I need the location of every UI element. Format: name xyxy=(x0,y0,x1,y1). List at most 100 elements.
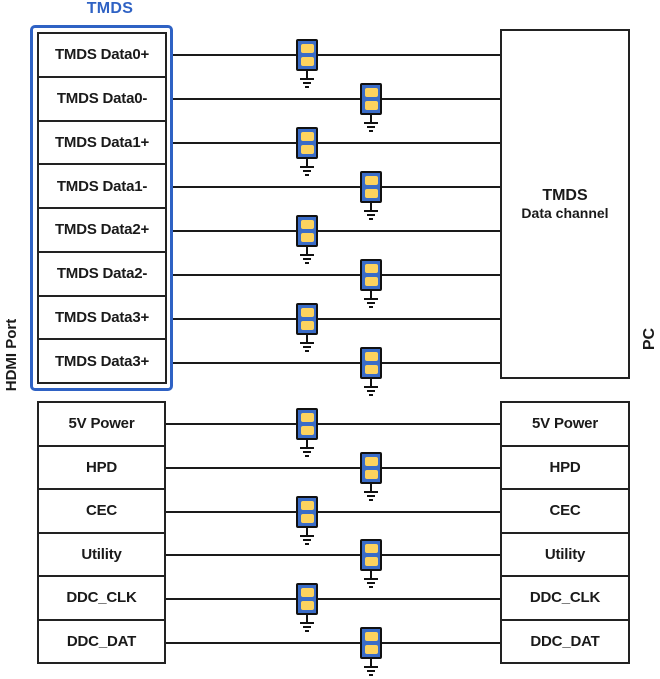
pin-row-ddc-clk: DDC_CLK xyxy=(39,577,164,621)
filter-pad xyxy=(364,352,378,362)
pin-row-tmds-data0-plus: TMDS Data0+ xyxy=(39,34,165,78)
emi-filter-tmds-data0-minus xyxy=(360,83,382,132)
emi-filter-tmds-data1-plus xyxy=(296,127,318,176)
wire-tmds-data1-plus xyxy=(172,142,500,144)
filter-pad xyxy=(364,100,378,110)
pin-row-tmds-data2-plus: TMDS Data2+ xyxy=(39,209,165,253)
pin-row-ddc-dat: DDC_DAT xyxy=(530,632,600,650)
ground-icon xyxy=(300,247,314,264)
filter-pad xyxy=(300,588,314,598)
filter-pad xyxy=(300,44,314,54)
pc-label: PC xyxy=(641,327,658,351)
ground-icon xyxy=(300,335,314,352)
tmds-group-title: TMDS xyxy=(86,0,134,17)
ground-icon xyxy=(364,291,378,308)
filter-pad xyxy=(364,457,378,467)
emi-filter-tmds-data3-plus xyxy=(296,303,318,352)
filter-pad xyxy=(364,632,378,642)
filter-pad xyxy=(364,88,378,98)
filter-body xyxy=(296,408,318,440)
filter-pad xyxy=(364,469,378,479)
emi-filter-tmds-data2-minus xyxy=(360,259,382,308)
filter-pad xyxy=(364,264,378,274)
emi-filter-utility xyxy=(360,539,382,588)
filter-pad xyxy=(364,188,378,198)
wire-tmds-data3-plus xyxy=(172,318,500,320)
pin-row-ddc-clk: DDC_CLK xyxy=(502,577,628,621)
pin-row-hpd: HPD xyxy=(502,447,628,490)
wire-5v-power xyxy=(165,423,500,425)
ground-icon xyxy=(300,71,314,88)
wire-tmds-data1-minus xyxy=(172,186,500,188)
ground-icon xyxy=(300,615,314,632)
ground-icon xyxy=(364,571,378,588)
emi-filter-5v-power xyxy=(296,408,318,457)
filter-body xyxy=(296,583,318,615)
pin-row-tmds-data3-plus-2: TMDS Data3+ xyxy=(54,352,150,370)
filter-pad xyxy=(300,320,314,330)
wire-ddc-clk xyxy=(165,598,500,600)
filter-pad xyxy=(300,220,314,230)
emi-filter-ddc-clk xyxy=(296,583,318,632)
filter-pad xyxy=(300,513,314,523)
pin-row-tmds-data0-minus: TMDS Data0- xyxy=(39,78,165,122)
filter-pad xyxy=(300,425,314,435)
pin-row-cec: CEC xyxy=(502,490,628,534)
ground-icon xyxy=(364,379,378,396)
hdmi-control-pin-box: 5V Power HPD CEC Utility DDC_CLK DDC_DAT xyxy=(37,401,166,664)
pin-row-tmds-data1-plus: TMDS Data1+ xyxy=(39,122,165,166)
pin-row-tmds-data2-minus: TMDS Data2- xyxy=(39,253,165,297)
tmds-channel-title: TMDS xyxy=(542,187,588,204)
ground-icon xyxy=(300,159,314,176)
emi-filter-tmds-data3-plus-2 xyxy=(360,347,382,396)
emi-filter-tmds-data0-plus xyxy=(296,39,318,88)
wire-utility xyxy=(165,554,500,556)
filter-pad xyxy=(300,132,314,142)
filter-pad xyxy=(300,308,314,318)
ground-icon xyxy=(300,528,314,545)
emi-filter-hpd xyxy=(360,452,382,501)
ground-icon xyxy=(364,484,378,501)
filter-body xyxy=(360,452,382,484)
pin-row-tmds-data1-minus: TMDS Data1- xyxy=(39,165,165,209)
filter-body xyxy=(360,627,382,659)
ground-icon xyxy=(364,115,378,132)
pin-row-cec: CEC xyxy=(39,490,164,534)
emi-filter-ddc-dat xyxy=(360,627,382,676)
ground-icon xyxy=(364,659,378,676)
pc-tmds-channel-box: TMDS Data channel xyxy=(500,29,630,379)
filter-pad xyxy=(300,144,314,154)
filter-body xyxy=(296,39,318,71)
filter-body xyxy=(296,496,318,528)
filter-pad xyxy=(300,600,314,610)
wire-tmds-data3-plus-2 xyxy=(172,362,500,364)
wire-tmds-data0-minus xyxy=(172,98,500,100)
wire-hpd xyxy=(165,467,500,469)
filter-body xyxy=(360,539,382,571)
wire-tmds-data2-minus xyxy=(172,274,500,276)
filter-pad xyxy=(364,364,378,374)
hdmi-tmds-pin-box: TMDS Data0+ TMDS Data0- TMDS Data1+ TMDS… xyxy=(37,32,167,384)
filter-pad xyxy=(364,544,378,554)
filter-pad xyxy=(300,56,314,66)
ground-icon xyxy=(300,440,314,457)
pin-row-ddc-dat: DDC_DAT xyxy=(66,632,137,650)
filter-pad xyxy=(300,232,314,242)
filter-pad xyxy=(364,176,378,186)
ground-icon xyxy=(364,203,378,220)
emi-filter-tmds-data1-minus xyxy=(360,171,382,220)
tmds-channel-subtitle: Data channel xyxy=(521,205,609,222)
filter-body xyxy=(360,83,382,115)
pin-row-5v-power: 5V Power xyxy=(502,403,628,447)
wire-ddc-dat xyxy=(165,642,500,644)
filter-body xyxy=(360,171,382,203)
emi-filter-tmds-data2-plus xyxy=(296,215,318,264)
filter-pad xyxy=(364,556,378,566)
filter-body xyxy=(296,215,318,247)
filter-pad xyxy=(364,644,378,654)
pin-row-utility: Utility xyxy=(502,534,628,577)
wire-tmds-data2-plus xyxy=(172,230,500,232)
pin-row-hpd: HPD xyxy=(39,447,164,490)
hdmi-port-label: HDMI Port xyxy=(3,318,20,392)
pin-row-utility: Utility xyxy=(39,534,164,577)
